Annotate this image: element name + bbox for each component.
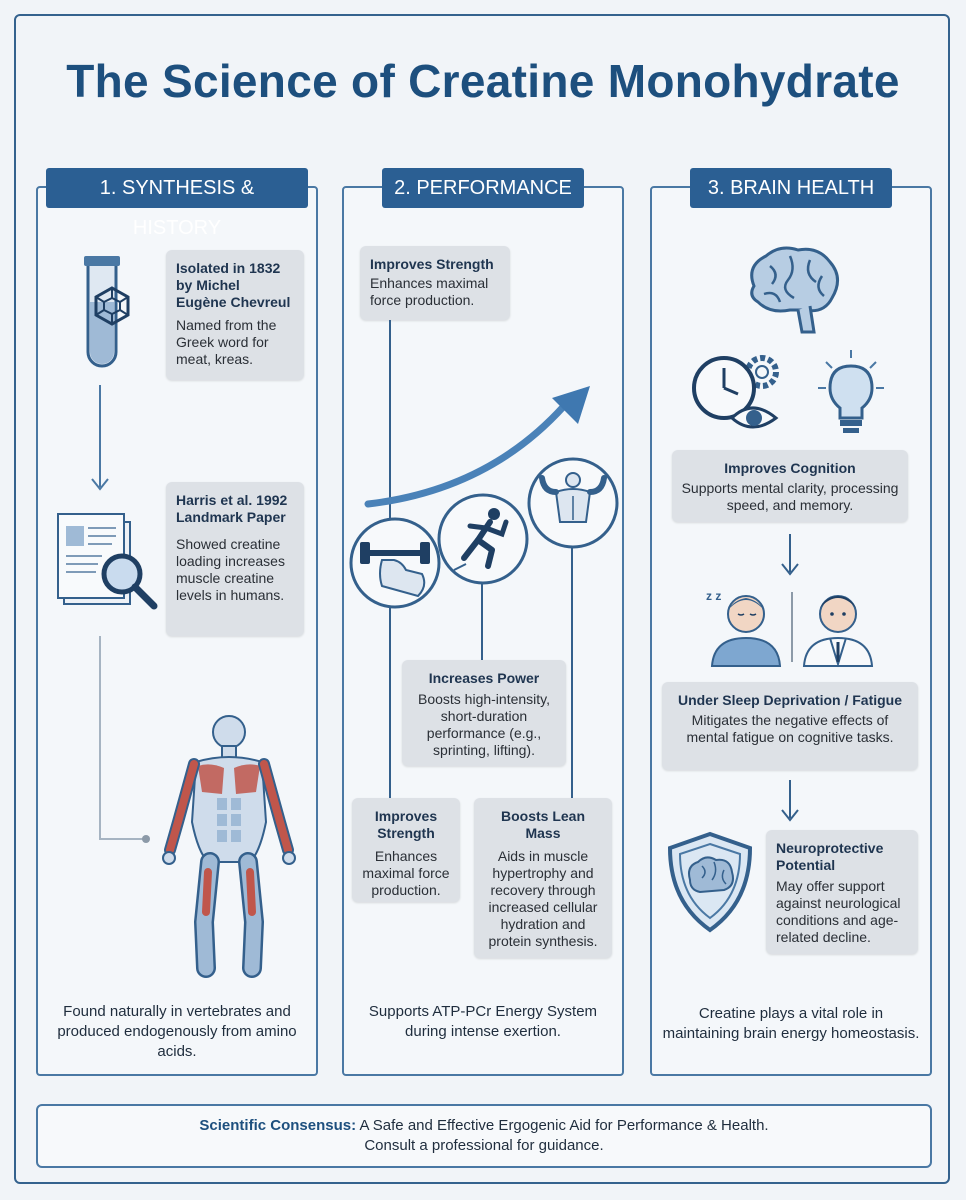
connector-line xyxy=(99,636,150,843)
card-body: May offer support against neurological c… xyxy=(776,878,901,945)
card-body: Showed creatine loading increases muscle… xyxy=(176,536,285,603)
card-isolated-1832: Isolated in 1832 by Michel Eugène Chevre… xyxy=(166,250,304,380)
card-heading: Boosts Lean Mass xyxy=(500,808,585,841)
card-body: Supports mental clarity, processing spee… xyxy=(681,480,899,513)
bodybuilder-icon xyxy=(527,457,619,549)
page-frame xyxy=(14,14,950,1184)
card-heading: Increases Power xyxy=(428,670,540,686)
divider-line xyxy=(791,592,793,662)
footer-synthesis: Found naturally in vertebrates and produ… xyxy=(57,1003,297,1060)
consensus-text: A Safe and Effective Ergogenic Aid for P… xyxy=(356,1117,769,1134)
card-body: Named from the Greek word for meat, krea… xyxy=(176,317,277,367)
card-body: Aids in muscle hypertrophy and recovery … xyxy=(488,848,598,949)
card-heading: Under Sleep Deprivation / Fatigue xyxy=(677,692,903,708)
test-tube-icon xyxy=(84,256,130,368)
card-body: Enhances maximal force production. xyxy=(370,275,489,308)
card-heading: Neuroprotective Potential xyxy=(776,840,884,873)
column-header-brain: 3. BRAIN HEALTH xyxy=(690,168,892,208)
card-improves-strength-top: Improves Strength Enhances maximal force… xyxy=(360,246,510,320)
footer-brain: Creatine plays a vital role in maintaini… xyxy=(662,1005,920,1042)
card-heading: Isolated in 1832 by Michel Eugène Chevre… xyxy=(176,260,291,310)
footer-performance: Supports ATP-PCr Energy System during in… xyxy=(368,1003,598,1040)
card-body: Enhances maximal force production. xyxy=(362,848,450,898)
consensus-line-2: Consult a professional for guidance. xyxy=(364,1137,604,1154)
svg-text:z z: z z xyxy=(706,589,721,603)
card-improves-cognition: Improves Cognition Supports mental clari… xyxy=(672,450,908,522)
tired-person-icon: z z xyxy=(706,589,782,667)
alert-person-icon xyxy=(802,595,874,668)
dumbbell-arm-icon xyxy=(349,517,441,609)
card-heading: Improves Strength xyxy=(370,256,494,272)
arrow-down-icon xyxy=(781,780,799,822)
arrow-down-icon xyxy=(781,534,799,576)
document-magnifier-icon xyxy=(57,513,158,610)
clock-gear-eye-icon xyxy=(692,355,779,429)
consensus-label: Scientific Consensus: xyxy=(199,1117,357,1134)
shield-brain-icon xyxy=(667,831,753,933)
card-increases-power: Increases Power Boosts high-intensity, s… xyxy=(402,660,566,766)
consensus-line-1: Scientific Consensus: A Safe and Effecti… xyxy=(38,1116,930,1136)
card-sleep-deprivation: Under Sleep Deprivation / Fatigue Mitiga… xyxy=(662,682,918,770)
card-heading: Harris et al. 1992 Landmark Paper xyxy=(176,492,288,525)
consensus-box: Scientific Consensus: A Safe and Effecti… xyxy=(36,1104,932,1168)
sprinter-icon xyxy=(437,493,529,585)
card-harris-1992: Harris et al. 1992 Landmark Paper Showed… xyxy=(166,482,304,636)
human-anatomy-icon xyxy=(162,715,296,978)
column-header-performance: 2. PERFORMANCE xyxy=(382,168,584,208)
page-title: The Science of Creatine Monohydrate xyxy=(66,55,900,107)
card-neuroprotective: Neuroprotective Potential May offer supp… xyxy=(766,830,918,954)
lightbulb-icon xyxy=(818,350,884,433)
card-boosts-lean-mass: Boosts Lean Mass Aids in muscle hypertro… xyxy=(474,798,612,958)
card-improves-strength-bottom: Improves Strength Enhances maximal force… xyxy=(352,798,460,902)
card-body: Boosts high-intensity, short-duration pe… xyxy=(417,691,551,758)
card-heading: Improves Cognition xyxy=(724,460,856,476)
card-body: Mitigates the negative effects of mental… xyxy=(686,712,894,745)
arrow-down-icon xyxy=(91,385,109,491)
brain-icon xyxy=(750,246,839,334)
card-heading: Improves Strength xyxy=(374,808,438,841)
trend-arrow-icon xyxy=(364,386,590,508)
column-header-synthesis: 1. SYNTHESIS & HISTORY xyxy=(46,168,308,239)
